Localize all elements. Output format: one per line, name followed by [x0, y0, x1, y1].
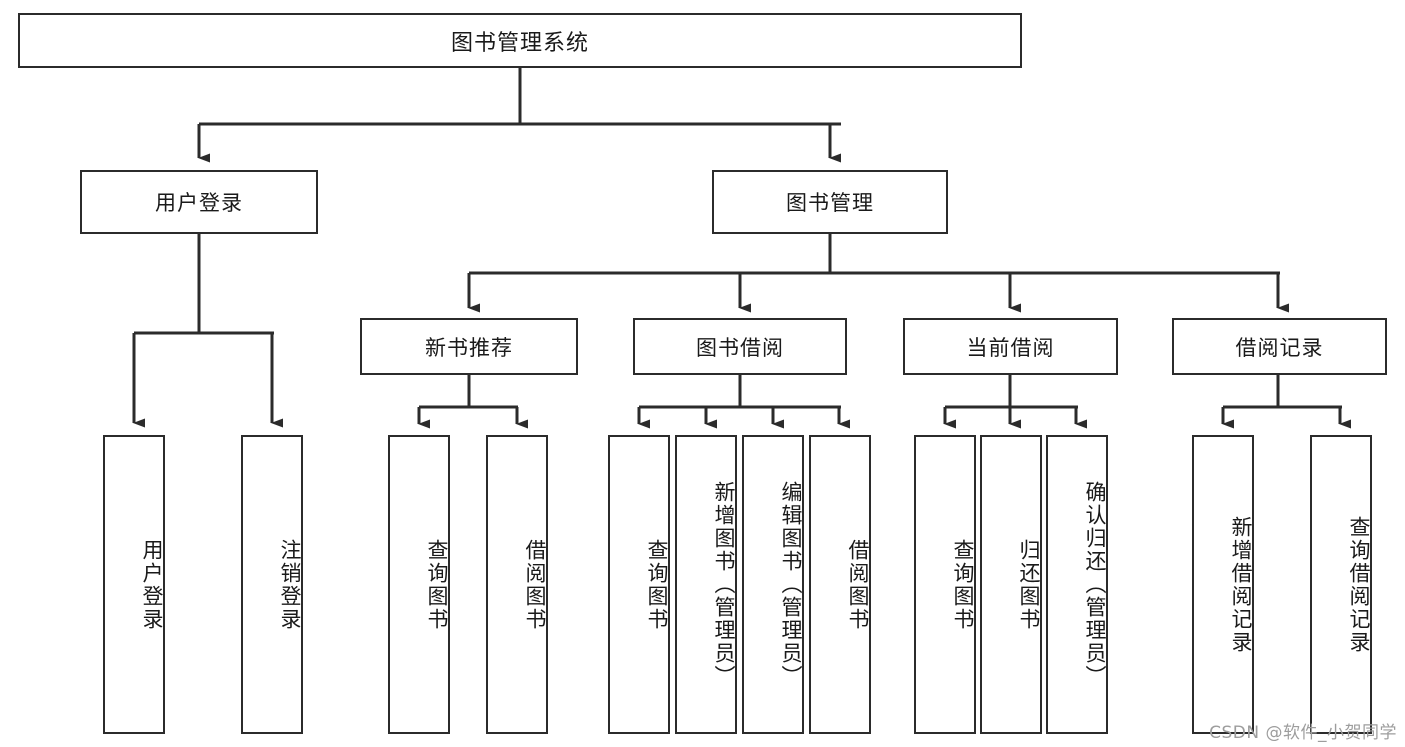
node-leaf-edit-book-admin[interactable]: 编辑图书（管理员） — [742, 435, 804, 734]
node-leaf-user-login[interactable]: 用户登录 — [103, 435, 165, 734]
node-leaf-query-book-2[interactable]: 查询图书 — [608, 435, 670, 734]
csdn-watermark: CSDN @软件_小贺同学 — [1209, 723, 1397, 743]
node-label: 确认归还（管理员） — [1083, 481, 1107, 688]
node-leaf-borrow-book-2[interactable]: 借阅图书 — [809, 435, 871, 734]
node-leaf-add-borrow-record[interactable]: 新增借阅记录 — [1192, 435, 1254, 734]
node-borrow-record[interactable]: 借阅记录 — [1172, 318, 1387, 375]
node-label: 注销登录 — [278, 538, 302, 631]
node-root-book-management-system[interactable]: 图书管理系统 — [18, 13, 1022, 68]
node-label: 借阅图书 — [523, 538, 547, 631]
node-user-login[interactable]: 用户登录 — [80, 170, 318, 234]
node-book-borrow[interactable]: 图书借阅 — [633, 318, 847, 375]
node-label: 查询图书 — [425, 538, 449, 631]
node-label: 借阅图书 — [846, 538, 870, 631]
node-leaf-borrow-book-1[interactable]: 借阅图书 — [486, 435, 548, 734]
node-leaf-logout-login[interactable]: 注销登录 — [241, 435, 303, 734]
node-label: 图书管理系统 — [450, 30, 589, 56]
node-label: 查询图书 — [645, 538, 669, 631]
node-label: 查询借阅记录 — [1347, 515, 1371, 654]
node-label: 新增图书（管理员） — [712, 481, 736, 688]
node-leaf-return-book[interactable]: 归还图书 — [980, 435, 1042, 734]
node-current-borrow[interactable]: 当前借阅 — [903, 318, 1118, 375]
node-new-book-recommend[interactable]: 新书推荐 — [360, 318, 578, 375]
node-label: 用户登录 — [155, 191, 243, 215]
node-label: 当前借阅 — [966, 335, 1055, 360]
node-label: 编辑图书（管理员） — [779, 481, 803, 688]
node-book-manage[interactable]: 图书管理 — [712, 170, 948, 234]
node-label: 新增借阅记录 — [1229, 515, 1253, 654]
node-label: 图书借阅 — [696, 335, 784, 360]
node-leaf-add-book-admin[interactable]: 新增图书（管理员） — [675, 435, 737, 734]
node-label: 用户登录 — [140, 538, 164, 631]
node-leaf-query-borrow-record[interactable]: 查询借阅记录 — [1310, 435, 1372, 734]
node-leaf-confirm-return-admin[interactable]: 确认归还（管理员） — [1046, 435, 1108, 734]
node-label: 查询图书 — [951, 538, 975, 631]
node-leaf-query-book-3[interactable]: 查询图书 — [914, 435, 976, 734]
node-label: 图书管理 — [786, 191, 874, 215]
node-label: 新书推荐 — [425, 335, 513, 360]
node-label: 借阅记录 — [1235, 335, 1324, 360]
node-label: 归还图书 — [1017, 538, 1041, 631]
node-leaf-query-book-1[interactable]: 查询图书 — [388, 435, 450, 734]
